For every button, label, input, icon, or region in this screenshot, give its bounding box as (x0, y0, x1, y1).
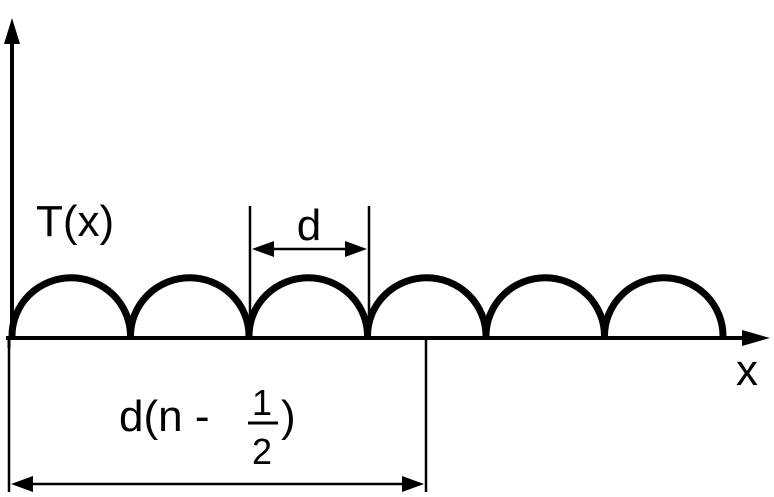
period-arrow-right (345, 241, 367, 257)
y-axis (4, 18, 20, 340)
arch-5 (482, 274, 608, 337)
offset-label-prefix: d(n - (119, 392, 222, 441)
x-axis-arrowhead (742, 330, 770, 346)
offset-arrow-left (11, 476, 33, 492)
x-axis-label: x (736, 346, 758, 395)
arch-4 (364, 274, 490, 337)
y-axis-arrowhead (4, 18, 20, 44)
fraction-denominator: 2 (252, 431, 272, 472)
arch-1 (8, 274, 134, 337)
arch-6 (601, 274, 727, 337)
x-axis (6, 330, 770, 348)
arch-series (8, 274, 727, 337)
y-axis-label: T(x) (36, 197, 114, 246)
period-arrow-left (252, 241, 274, 257)
arch-3 (245, 274, 371, 337)
offset-arrow-right (402, 476, 424, 492)
fraction-numerator: 1 (252, 382, 272, 423)
period-dimension (248, 206, 371, 338)
offset-label-suffix: ) (281, 392, 296, 441)
period-label: d (297, 201, 321, 250)
arch-2 (127, 274, 253, 337)
offset-dimension (7, 338, 428, 492)
offset-label: d(n - 1 2 ) (119, 382, 296, 472)
